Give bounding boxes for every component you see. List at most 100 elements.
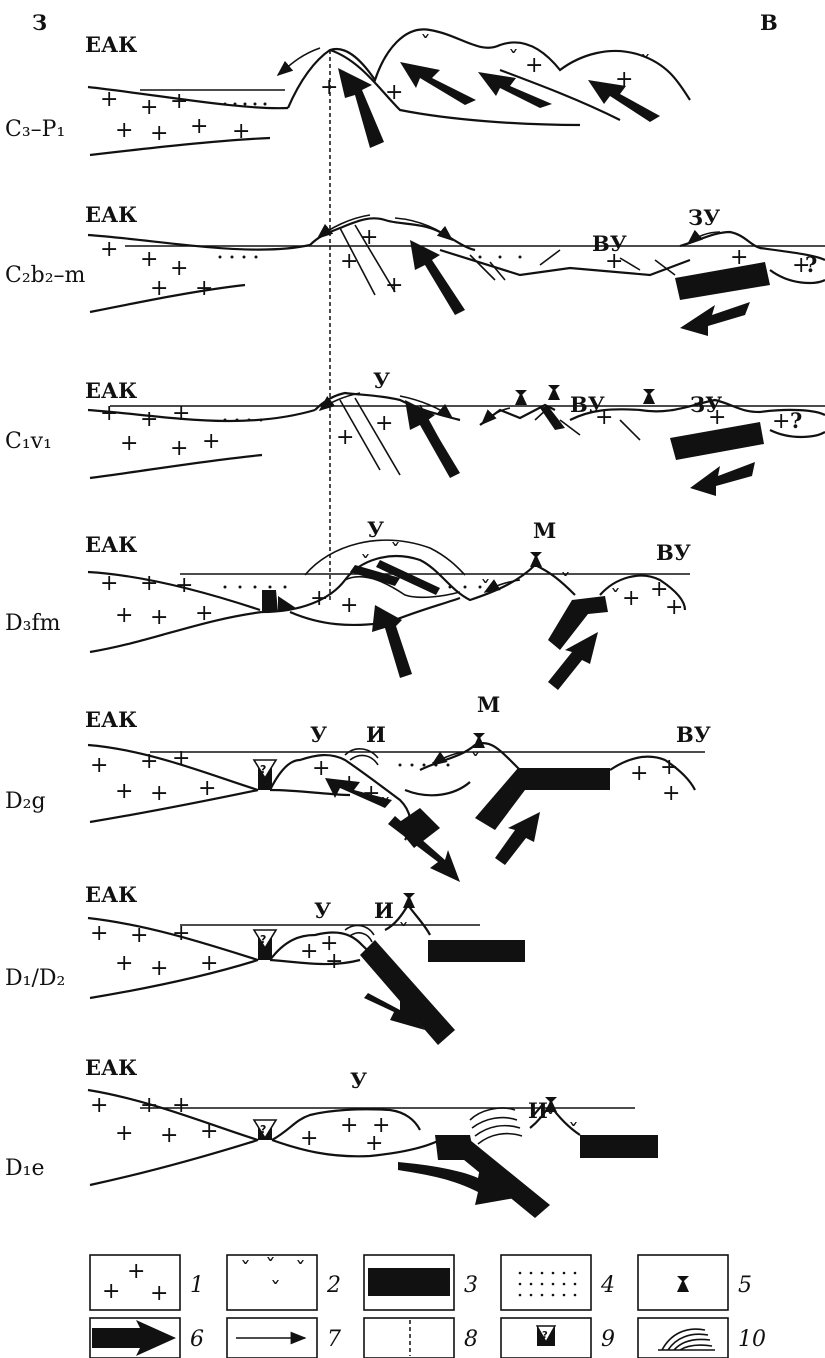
svg-text:+: + [90,921,108,946]
svg-text:+: + [385,80,403,105]
legend-item-7: 7 [227,1318,341,1358]
svg-text:ˇ: ˇ [568,1121,579,1146]
svg-text:ˇ: ˇ [240,1259,251,1284]
stage-label: C₁v₁ [5,429,52,454]
legend-item-3: 3 [364,1255,478,1310]
svg-text:+: + [665,595,683,620]
svg-text:+: + [605,249,623,274]
svg-text:+: + [150,781,168,806]
legend-number: 2 [326,1273,341,1298]
svg-text:+: + [115,1121,133,1146]
legend-item-4: 4 [501,1255,615,1310]
svg-text:+: + [150,1281,168,1306]
svg-text:ˇ: ˇ [545,1109,556,1134]
svg-text:+: + [100,571,118,596]
legend-item-6: 6 [90,1318,204,1358]
tag-u: У [314,898,331,923]
svg-text:+: + [115,603,133,628]
svg-text:+: + [365,1131,383,1156]
stage-label: C₃–P₁ [5,117,65,142]
legend-number: 10 [738,1327,766,1352]
svg-text:ˇ: ˇ [508,48,519,73]
svg-text:+: + [150,956,168,981]
svg-text:+: + [115,779,133,804]
svg-text:+: + [90,753,108,778]
tag-eak: ЕАК [85,707,137,732]
svg-text:+: + [385,273,403,298]
svg-text:+: + [325,949,343,974]
svg-text:+: + [360,225,378,250]
section-c1v1: ЕАК У ВУ ЗУ C₁v₁ +++ +++ ++ ++ + ? [5,368,825,496]
section-d2g: ЕАК У И М ВУ D₂g +++ +++ +++ +++ ˇˇˇ [5,692,711,882]
tag-vu: ВУ [656,540,691,565]
svg-text:+: + [100,401,118,426]
svg-text:+: + [200,951,218,976]
svg-text:+: + [190,114,208,139]
svg-text:+: + [160,1123,178,1148]
svg-text:+: + [172,401,190,426]
svg-text:+: + [340,249,358,274]
svg-text:+: + [90,1093,108,1118]
svg-text:+: + [622,586,640,611]
tag-eak: ЕАК [85,1055,137,1080]
svg-text:+: + [127,1259,145,1284]
legend-number: 8 [464,1327,478,1352]
svg-text:ˇ: ˇ [398,921,409,946]
svg-text:+: + [525,53,543,78]
section-d1-d2: ЕАК У И D₁/D₂ +++ +++ +++ ˇ ? [5,882,525,1045]
section-c3-p1: ЕАК C₃–P₁ +++ ++++ ++++ ˇˇˇˇ [5,29,690,155]
svg-text:+: + [300,939,318,964]
tag-eak: ЕАК [85,32,137,57]
legend-item-9: ? 9 [501,1318,615,1358]
svg-text:+: + [202,429,220,454]
svg-text:+: + [100,87,118,112]
svg-text:+: + [175,573,193,598]
svg-text:ˇ: ˇ [270,1279,281,1304]
svg-text:+: + [140,247,158,272]
svg-text:+: + [102,1279,120,1304]
tag-m: М [477,692,500,717]
svg-text:+: + [172,921,190,946]
svg-text:ˇ: ˇ [390,541,401,566]
svg-text:?: ? [260,763,266,776]
legend-item-10: 10 [638,1318,766,1358]
svg-text:+: + [140,1093,158,1118]
svg-text:+: + [772,409,790,434]
svg-text:+: + [150,276,168,301]
svg-text:+: + [340,593,358,618]
svg-text:ˇ: ˇ [470,751,481,776]
svg-text:?: ? [260,1123,266,1136]
svg-text:ˇ: ˇ [265,1256,276,1281]
east-label: В [760,10,778,35]
tag-eak: ЕАК [85,378,137,403]
svg-text:+: + [140,749,158,774]
svg-text:+: + [115,118,133,143]
stage-label: D₁/D₂ [5,966,65,991]
legend-number: 5 [738,1273,752,1298]
svg-text:ˇ: ˇ [295,1259,306,1284]
legend-item-8: 8 [364,1318,478,1358]
svg-text:+: + [660,755,678,780]
svg-text:+: + [170,89,188,114]
svg-text:+: + [120,431,138,456]
svg-text:+: + [630,761,648,786]
svg-text:+: + [130,923,148,948]
tag-eak: ЕАК [85,532,137,557]
stage-label: D₃fm [5,611,61,636]
section-d3fm: ЕАК У М ВУ D₃fm +++ +++ ++ +++ ˇˇˇˇˇ [5,517,691,690]
svg-text:+: + [140,407,158,432]
svg-text:?: ? [260,933,266,946]
legend-number: 7 [327,1327,341,1352]
svg-text:+: + [320,75,338,100]
svg-text:+: + [375,411,393,436]
svg-text:+: + [662,781,680,806]
tag-u: У [367,517,384,542]
svg-text:+: + [198,776,216,801]
tag-u: У [350,1068,367,1093]
svg-text:+: + [232,119,250,144]
legend-item-1: +++ 1 [90,1255,204,1310]
tag-u: У [373,368,390,393]
tag-i: И [366,722,386,747]
